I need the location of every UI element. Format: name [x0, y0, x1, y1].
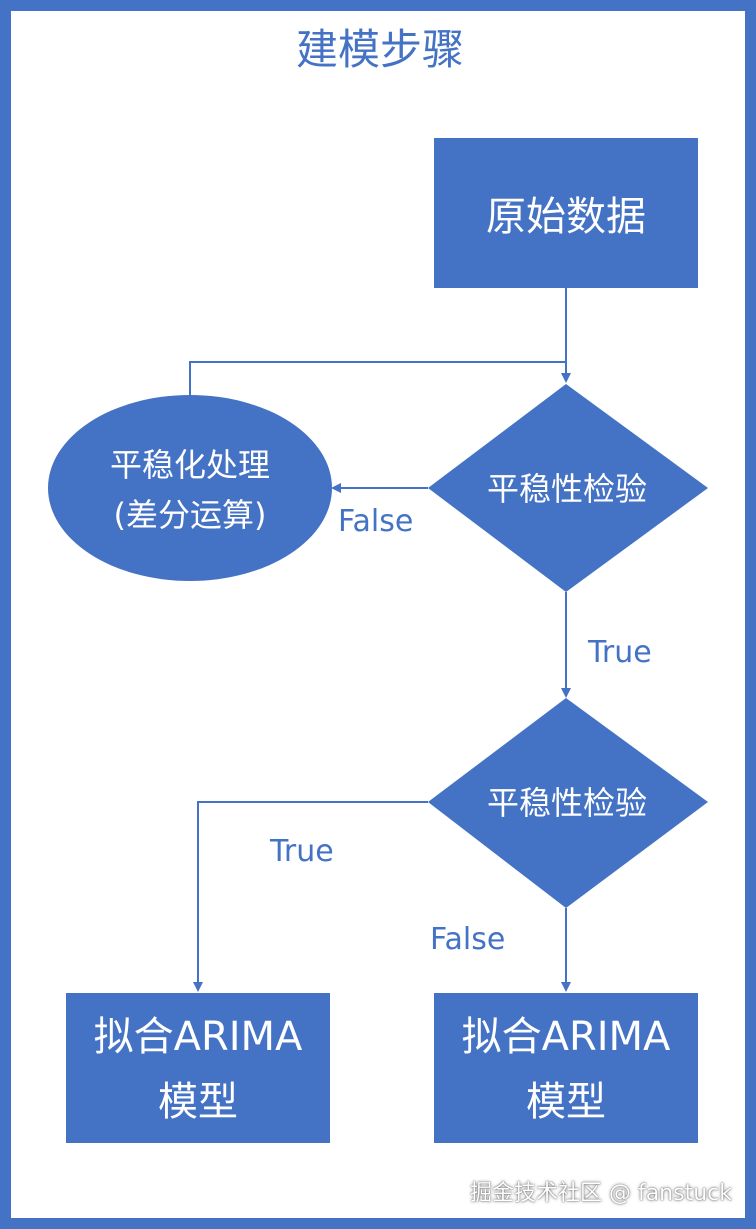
edge-loop-back [189, 361, 566, 396]
node-check2: 平稳性检验 [428, 698, 708, 908]
node-check1: 平稳性检验 [428, 384, 708, 592]
stationary-process-line1: 平稳化处理 [110, 446, 270, 484]
stationary-process-line2: (差分运算) [114, 496, 267, 534]
diagram-title: 建模步骤 [296, 25, 464, 74]
connectors [189, 288, 571, 992]
node-fit-right: 拟合ARIMA 模型 [434, 993, 698, 1143]
fit-right-line2: 模型 [526, 1079, 606, 1125]
node-fit-left: 拟合ARIMA 模型 [66, 993, 330, 1143]
node-stationary-process: 平稳化处理 (差分运算) [48, 395, 332, 581]
edge-check2-true [193, 801, 428, 992]
edge-label-check2-false: False [430, 922, 505, 957]
check2-label: 平稳性检验 [487, 784, 647, 822]
node-raw-data: 原始数据 [434, 138, 698, 288]
check1-label: 平稳性检验 [487, 470, 647, 508]
edge-label-check1-true: True [587, 635, 652, 670]
fit-left-line2: 模型 [158, 1079, 238, 1125]
edge-label-check2-true: True [269, 834, 334, 869]
watermark: 掘金技术社区 @ fanstuck [469, 1181, 732, 1206]
fit-left-line1: 拟合ARIMA [94, 1014, 303, 1060]
fit-right-line1: 拟合ARIMA [462, 1014, 671, 1060]
raw-data-label: 原始数据 [486, 194, 646, 240]
edge-label-check1-false: False [338, 504, 413, 539]
